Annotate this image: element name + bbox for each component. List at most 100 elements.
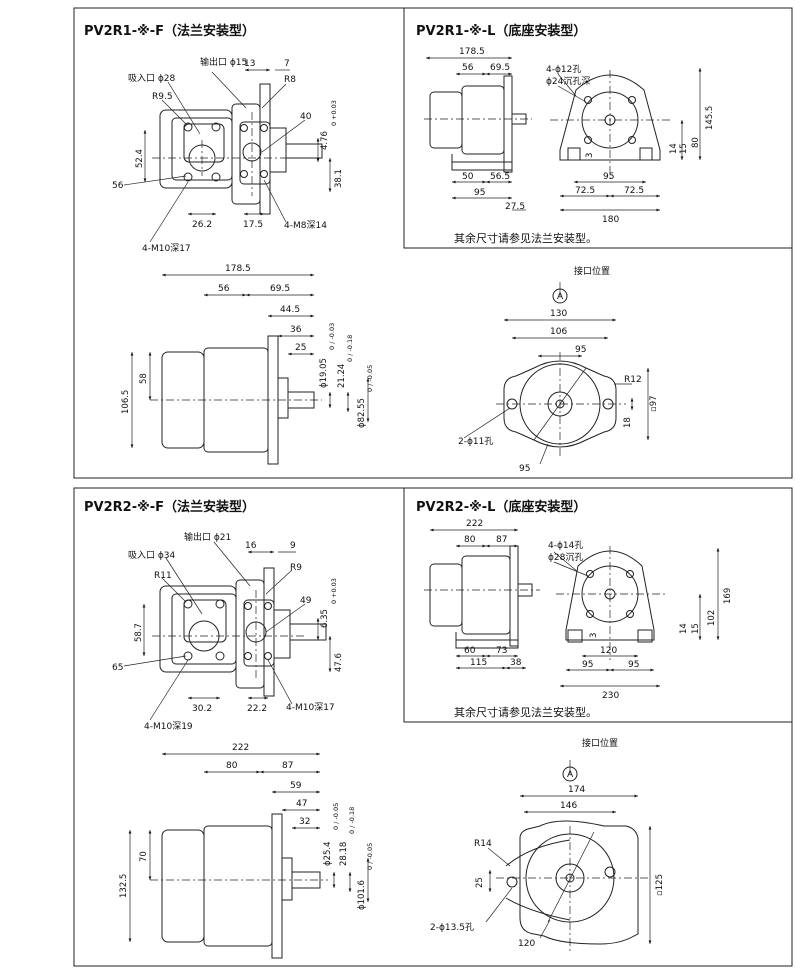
frame-bottom [73,487,793,967]
p8-dim-120: 120 [518,939,535,949]
title-pv2r2-l: PV2R2-※-L（底座安装型） [416,499,586,515]
p5-dim-16: 16 [245,541,257,551]
p4-dim-95: 95 [575,345,586,355]
p3-shaft-19-05: ϕ19.05 [319,358,329,388]
p4-port-letter: A [557,292,564,302]
title-pv2r1-l: PV2R1-※-L（底座安装型） [416,23,586,39]
p5-dim-65: 65 [112,663,123,673]
p7-dim-70: 70 [139,851,149,862]
p8-dim-146: 146 [560,801,577,811]
p1-labels: 输出口 ϕ15 吸入口 ϕ28 13 7 R8 R9.5 40 4.76 +0.… [112,56,344,254]
p2-dim-72-5-right: 72.5 [624,186,644,196]
p7-key-28-18: 28.18 [339,842,349,866]
p1-dim-40: 40 [300,112,312,122]
p4-dims [463,282,650,465]
p4-labels: 接口位置 A 130 106 95 R12 18 ▫97 2-ϕ11孔 95 [458,265,659,474]
p3-dim-178-5: 178.5 [225,264,251,274]
p5-tol-6-35-upper: +0.03 [330,578,338,598]
p2-dim-80: 80 [691,137,701,148]
p4-holes-label: 2-ϕ11孔 [458,436,493,447]
p3-pilot-82-55: ϕ82.55 [357,398,367,428]
p5-outlet-label: 输出口 ϕ21 [184,531,231,543]
p6-dim-102: 102 [707,610,717,626]
p6-note: 其余尺寸请参见法兰安装型。 [454,705,597,719]
p6-holes-label: 4-ϕ14孔 [548,540,583,551]
p5-dim-22-2: 22.2 [247,704,267,714]
p6-dim-115: 115 [470,658,487,668]
p8-port-label: 接口位置 [582,737,618,749]
p2-dim-145-5: 145.5 [705,106,715,130]
p6-dim-87: 87 [496,535,507,545]
p2-dim-27-5: 27.5 [505,202,525,212]
p7-shaft-25-4-tol: 0 / -0.05 [332,803,340,830]
p5-dim-49: 49 [300,596,312,606]
p3-dim-25: 25 [295,343,306,353]
p2-dim-95-side: 95 [474,188,485,198]
p2-dim-14: 14 [669,143,679,154]
p8-holes-label: 2-ϕ13.5孔 [430,922,474,933]
p7-dim-59: 59 [290,781,302,791]
p6-dim-38: 38 [510,658,522,668]
p1-dim-13: 13 [244,59,255,69]
p5-drawing [152,567,327,697]
p8-labels: 接口位置 A 174 146 R14 25 ▫125 2-ϕ13.5孔 120 [430,737,665,949]
frame-p2 [403,8,792,249]
p7-dims [128,752,370,942]
p7-shaft-25-4: ϕ25.4 [323,841,333,866]
p6-dim-73: 73 [496,646,507,656]
p8-port-marker [562,766,578,782]
frame-p6 [403,488,792,723]
p6-dim-230: 230 [602,691,619,701]
p1-r9-5: R9.5 [152,92,173,102]
p5-tol-6-35-lower: 0 [330,600,338,604]
p6-dim-95-right: 95 [628,660,639,670]
p7-dim-132-5: 132.5 [119,874,129,898]
p4-dim-130: 130 [550,309,567,319]
p2-dim-56-5: 56.5 [490,172,510,182]
p2-dim-15: 15 [679,143,689,154]
p6-dim-14: 14 [679,623,689,634]
title-pv2r1-f: PV2R1-※-F（法兰安装型） [84,23,255,39]
p1-dims [123,68,332,243]
p7-labels: 222 80 87 59 47 32 70 132.5 ϕ25.4 0 / -0… [119,743,374,910]
p3-dim-106-5: 106.5 [121,390,131,414]
p2-holes-label: 4-ϕ12孔 [546,64,581,75]
p5-tol-6-35: 6.35 [320,609,330,628]
p3-key-21-24: 21.24 [337,364,347,388]
p6-dim-120: 120 [600,646,617,656]
p5-labels: 输出口 ϕ21 吸入口 ϕ34 16 9 R11 R9 49 6.35 +0.0… [112,531,344,732]
p6-dim-15: 15 [691,623,701,634]
p6-dim-95-left: 95 [582,660,593,670]
p4-port-label: 接口位置 [574,265,610,277]
p2-counterbore-label: ϕ24沉孔深 [546,76,590,87]
p3-dim-56: 56 [218,284,230,294]
p7-dim-87: 87 [282,761,293,771]
p1-r8: R8 [284,75,296,85]
p4-dim-106: 106 [550,327,567,337]
p7-dim-222: 222 [232,743,249,753]
p3-pilot-82-55-tol: 0 / -0.05 [366,365,374,392]
p2-note: 其余尺寸请参见法兰安装型。 [454,231,597,245]
p8-port-letter: A [567,770,574,780]
p4-r12: R12 [624,375,642,385]
p8-drawing [496,820,650,952]
p1-dim-7: 7 [284,59,290,69]
p6-dim-222: 222 [466,519,483,529]
p8-dim-25: 25 [475,877,485,888]
p3-key-21-24-tol: 0 / -0.18 [346,335,354,362]
p4-drawing [496,352,626,456]
p7-dim-47: 47 [296,799,307,809]
p5-dim-47-6: 47.6 [334,653,344,672]
p3-shaft-19-05-tol: 0 / -0.03 [328,323,336,350]
p5-m10-17-label: 4-M10深17 [286,702,335,713]
p1-dim-38-1: 38.1 [334,169,344,188]
p8-dim-125: ▫125 [655,874,665,896]
p4-dim-97: ▫97 [649,395,659,412]
p5-dims [123,541,332,721]
p4-dim-18: 18 [623,417,633,428]
p7-key-28-18-tol: 0 / -0.18 [348,807,356,834]
p8-dim-174: 174 [568,785,585,795]
p5-r9: R9 [290,563,302,573]
p3-dims [130,273,370,448]
